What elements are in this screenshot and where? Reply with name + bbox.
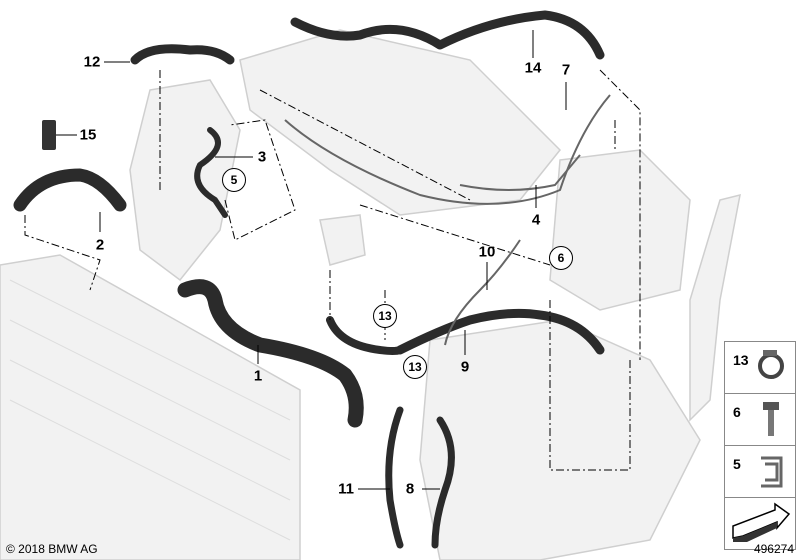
hose-2 <box>13 168 127 212</box>
pipe-7 <box>284 94 611 205</box>
callout-9: 9 <box>460 358 470 376</box>
hose-14 <box>290 10 605 60</box>
callout-15: 15 <box>79 126 97 144</box>
radiator <box>0 254 301 560</box>
hose-clamp-icon <box>758 350 784 379</box>
legend-item-arrow <box>724 497 796 550</box>
hose-9 <box>395 308 605 355</box>
engine-block <box>419 319 701 560</box>
expansion-tank <box>549 149 691 311</box>
hose-8 <box>431 416 455 549</box>
hose-connector <box>326 316 404 355</box>
callout-13-circled: 13 <box>373 304 397 328</box>
sensor-15 <box>42 120 56 150</box>
callout-8: 8 <box>405 480 415 498</box>
cylinder-head <box>239 29 562 216</box>
callout-10: 10 <box>478 243 496 261</box>
pipe-4 <box>459 154 581 191</box>
bolt-icon <box>763 402 779 436</box>
callout-5-circled: 5 <box>222 168 246 192</box>
hose-12 <box>130 44 235 65</box>
legend-item-6: 6 <box>724 393 796 445</box>
diagram-number: 496274 <box>753 542 794 556</box>
filler-pipe <box>689 193 741 422</box>
callout-1: 1 <box>253 367 263 385</box>
copyright: © 2018 BMW AG <box>6 542 98 556</box>
thermostat <box>319 214 366 266</box>
hose-11 <box>385 406 404 549</box>
hose-3 <box>194 127 228 218</box>
callout-11: 11 <box>338 480 354 498</box>
legend-item-13: 13 <box>724 341 796 393</box>
small-parts-legend: 13 6 5 <box>724 341 796 550</box>
callout-6-circled: 6 <box>549 246 573 270</box>
callout-7: 7 <box>561 61 571 79</box>
clip-icon <box>761 456 783 488</box>
callout-4: 4 <box>531 211 541 229</box>
pipe-10 <box>444 239 521 346</box>
direction-arrow-icon <box>732 502 791 542</box>
callout-14: 14 <box>524 59 542 77</box>
callout-2: 2 <box>95 236 105 254</box>
hose-1 <box>177 279 364 428</box>
legend-item-5: 5 <box>724 445 796 497</box>
callout-3: 3 <box>257 148 267 166</box>
callout-12: 12 <box>83 53 101 71</box>
callout-13-circled: 13 <box>403 355 427 379</box>
